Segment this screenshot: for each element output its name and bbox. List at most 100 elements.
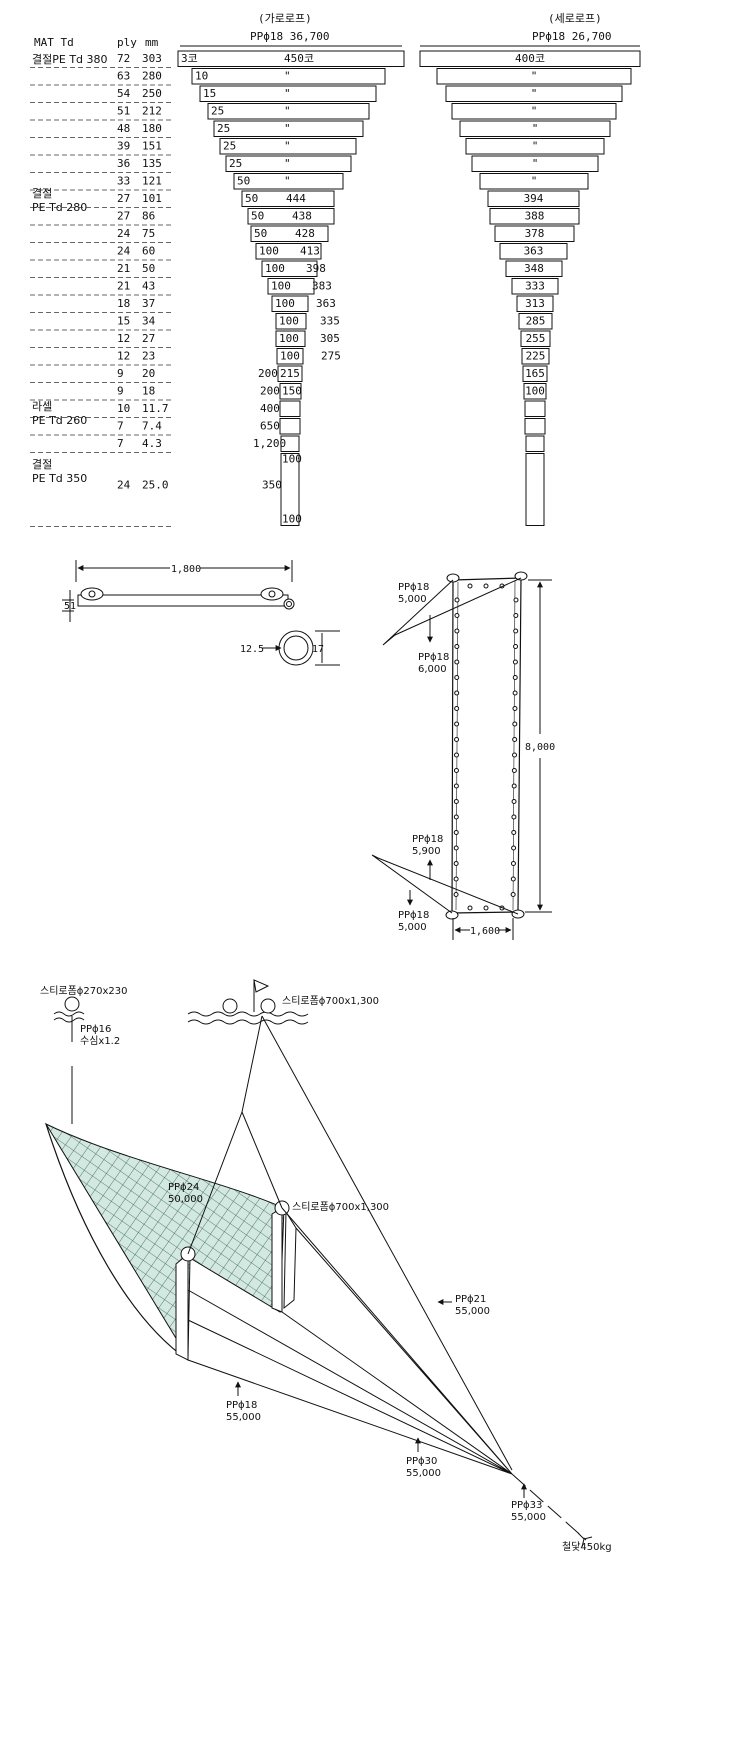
left-panel-bar (199, 85, 377, 102)
left-row-count: 350 (262, 479, 282, 492)
group-label-3b: PE Td 260 (32, 414, 87, 427)
rope-upper-a-length: 5,000 (398, 594, 427, 605)
row-ply: 18 (117, 297, 130, 310)
right-panel-bar (525, 453, 545, 526)
side-panel: PPϕ18 5,000 PPϕ18 6,000 PPϕ18 5,900 PPϕ1… (371, 571, 555, 940)
ring (453, 814, 459, 820)
right-row-value: 400코 (515, 52, 545, 65)
group-label-3: 라셀 (32, 400, 52, 413)
ring (454, 752, 459, 758)
row-ply: 72 (117, 52, 130, 65)
left-row-count: 50 (245, 192, 258, 205)
rope-upper-a-name: PPϕ18 (398, 582, 429, 593)
right-row-value: 100 (525, 385, 545, 398)
ring (511, 814, 517, 820)
left-row-count: 650 (260, 420, 280, 433)
ring (453, 876, 459, 882)
row-ply: 27 (117, 192, 130, 205)
left-row-value: 450코 (284, 52, 314, 65)
row-ply: 33 (117, 175, 130, 188)
row-ply: 24 (117, 479, 131, 492)
right-panel-bar (521, 348, 550, 365)
left-panel-bar (267, 278, 315, 295)
ring (510, 861, 516, 866)
ring (511, 799, 517, 804)
right-row-value: 348 (524, 262, 544, 275)
pp24-length: 50,000 (168, 1194, 203, 1205)
row-ply: 39 (117, 140, 130, 153)
row-ply: 24 (117, 227, 131, 240)
right-panel-bar (525, 435, 545, 452)
ring (513, 644, 519, 649)
left-row-count: 25 (223, 140, 236, 153)
left-rope-spec: PPϕ18 36,700 (250, 30, 329, 43)
ring (512, 721, 518, 727)
left-row-value: " (284, 157, 291, 170)
ring (512, 706, 518, 711)
left-row-value: 383 (312, 280, 332, 293)
pp30-length: 55,000 (406, 1468, 441, 1479)
row-mm: 280 (142, 70, 162, 83)
ring (454, 721, 460, 727)
float-large-label: 스티로폼ϕ700x1,300 (282, 995, 379, 1007)
group-label-1: 결절PE Td 380 (32, 53, 108, 66)
row-mm: 37 (142, 297, 155, 310)
right-panel-bar (459, 120, 611, 137)
ring (454, 659, 460, 665)
ring (454, 613, 460, 618)
pp18-length: 55,000 (226, 1412, 261, 1423)
last-panel-top: 100 (282, 453, 302, 466)
left-row-count: 10 (195, 70, 208, 83)
group-label-2: 결절 (32, 187, 52, 200)
left-row-value: 398 (306, 262, 326, 275)
left-row-count: 100 (279, 332, 299, 345)
pp16-name: PPϕ16 (80, 1024, 111, 1035)
row-ply: 7 (117, 437, 124, 450)
left-row-count: 15 (203, 87, 216, 100)
left-panel-bar (280, 453, 300, 526)
left-panel-bar (261, 260, 318, 277)
pipe-outer-dim: 17 (312, 644, 324, 655)
right-row-value: 225 (526, 350, 546, 363)
left-panel-bar (279, 383, 302, 400)
rope-lower-a-length: 5,900 (412, 846, 441, 857)
ring (454, 675, 460, 680)
row-ply: 24 (117, 245, 131, 258)
row-mm: 75 (142, 227, 155, 240)
last-panel-bottom: 100 (282, 513, 302, 526)
right-row-value: 285 (526, 315, 546, 328)
right-row-value: " (532, 157, 539, 170)
ring (454, 737, 460, 742)
right-panel-bar (419, 50, 641, 67)
row-mm: 20 (142, 367, 155, 380)
pp24-name: PPϕ24 (168, 1182, 199, 1193)
right-row-value: " (531, 70, 538, 83)
left-panel-bar (233, 173, 344, 190)
left-row-count: 25 (211, 105, 224, 118)
left-row-count: 50 (237, 175, 250, 188)
row-mm: 250 (142, 87, 162, 100)
left-row-value: 413 (300, 245, 320, 258)
ring (510, 876, 516, 882)
ring (512, 659, 518, 665)
right-panel-bar (522, 365, 548, 382)
ring (453, 783, 459, 789)
row-ply: 27 (117, 210, 130, 223)
ring (512, 690, 518, 696)
right-panel-bar (436, 68, 632, 85)
left-row-value: 428 (295, 227, 315, 240)
rope-lower-a-name: PPϕ18 (412, 834, 443, 845)
rope-upper-b-name: PPϕ18 (418, 652, 449, 663)
right-panel-bar (523, 383, 547, 400)
row-mm: 135 (142, 157, 162, 170)
right-panel-bar (524, 400, 546, 417)
left-panel-bar (271, 295, 309, 312)
left-panel-bar (276, 348, 304, 365)
left-row-value: 275 (321, 350, 341, 363)
row-ply: 15 (117, 315, 130, 328)
left-panel-bar (279, 400, 301, 417)
ring (511, 830, 517, 835)
ring (453, 845, 459, 851)
